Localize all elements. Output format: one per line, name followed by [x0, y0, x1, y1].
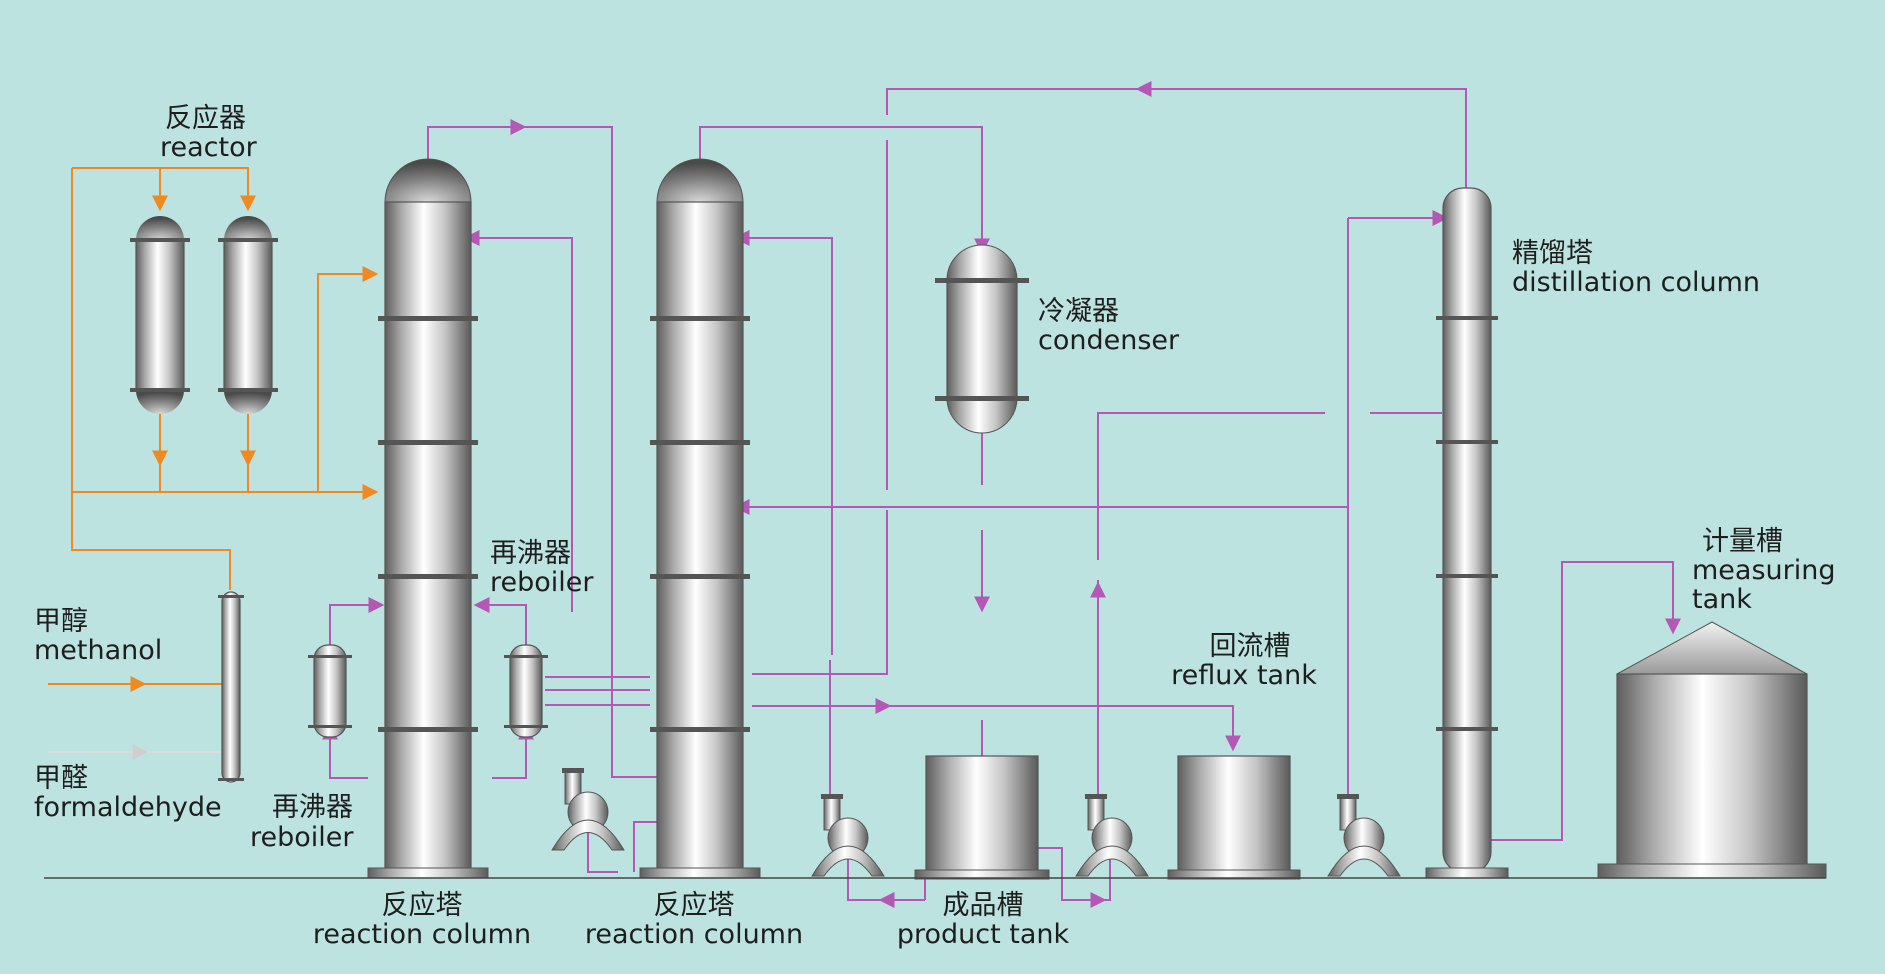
distillation-column [1425, 187, 1509, 879]
label-measuring-tank-en2: tank [1692, 584, 1752, 615]
pipe-reboiler-left-bottom [322, 723, 368, 779]
pipe-col2-overhead [699, 126, 990, 255]
pump-1 [551, 768, 625, 851]
label-distillation-column-en: distillation column [1512, 267, 1760, 298]
pipe-col2-top-feed [733, 230, 833, 655]
reboiler-left [308, 644, 352, 738]
pipe-reactor-join [159, 460, 249, 492]
labels: 反应器 reactor 甲醇 methanol 甲醛 formaldehyde … [34, 103, 1836, 950]
pipe-pump3-in [1035, 847, 1107, 908]
magenta-process-lines [322, 81, 1681, 908]
reaction-column-2 [639, 158, 761, 879]
label-reboiler-right-cn: 再沸器 [490, 538, 571, 569]
reaction-column-1 [367, 158, 489, 879]
label-condenser-en: condenser [1038, 325, 1180, 356]
reactor-1 [130, 216, 190, 414]
pipe-pump1-in [633, 821, 658, 872]
label-distillation-column-cn: 精馏塔 [1512, 238, 1593, 269]
condenser [935, 244, 1029, 434]
label-reaction-column-2-cn: 反应塔 [654, 890, 735, 921]
label-measuring-tank-cn: 计量槽 [1702, 526, 1783, 557]
pipe-reboiler-left-top [329, 597, 385, 650]
pipe-return-col2-low [752, 510, 888, 675]
pipe-to-reflux-tank [752, 705, 1241, 752]
mixer-vessel [218, 591, 244, 783]
measuring-tank [1597, 621, 1827, 879]
label-reboiler-right-en: reboiler [490, 567, 594, 598]
pump-3 [1075, 794, 1149, 877]
label-reboiler-left-cn: 再沸器 [272, 792, 353, 823]
label-reaction-column-1-cn: 反应塔 [382, 890, 463, 921]
pipe-to-measuring-tank [1490, 561, 1681, 841]
reactor-2 [218, 216, 278, 414]
label-reflux-tank-en: reflux tank [1171, 660, 1317, 691]
product-tank [914, 755, 1050, 880]
orange-feed-lines [48, 167, 379, 692]
label-reaction-column-2-en: reaction column [585, 919, 803, 950]
pipe-reboiler-right-top [473, 597, 527, 650]
pipe-reactor-to-col1-top [317, 266, 379, 492]
label-condenser-cn: 冷凝器 [1038, 296, 1119, 327]
pipe-reboiler-right-bottom [492, 723, 534, 779]
label-reactor-cn: 反应器 [165, 103, 246, 134]
label-formaldehyde-cn: 甲醛 [34, 763, 88, 794]
label-methanol-cn: 甲醇 [34, 606, 88, 637]
pipe-feed-main [71, 168, 231, 590]
label-methanol-en: methanol [34, 635, 162, 666]
pipe-distillation-overhead [886, 88, 1467, 190]
reboiler-right [504, 644, 548, 738]
label-product-tank-cn: 成品槽 [943, 890, 1024, 921]
label-reactor-en: reactor [160, 132, 258, 163]
pipe-feed-reactor2 [72, 167, 256, 212]
pump-4 [1327, 794, 1401, 877]
pipe-col1-overhead [427, 126, 658, 778]
pipe-to-distillation [1097, 412, 1325, 560]
label-reflux-tank-cn: 回流槽 [1210, 631, 1291, 662]
pump-2 [811, 794, 885, 877]
label-reaction-column-1-en: reaction column [313, 919, 531, 950]
label-product-tank-en: product tank [897, 919, 1070, 950]
label-reboiler-left-en: reboiler [250, 822, 354, 853]
label-measuring-tank-en: measuring [1692, 555, 1836, 586]
pipe-col1-return [463, 230, 573, 612]
reflux-tank [1167, 755, 1301, 880]
label-formaldehyde-en: formaldehyde [34, 792, 222, 823]
